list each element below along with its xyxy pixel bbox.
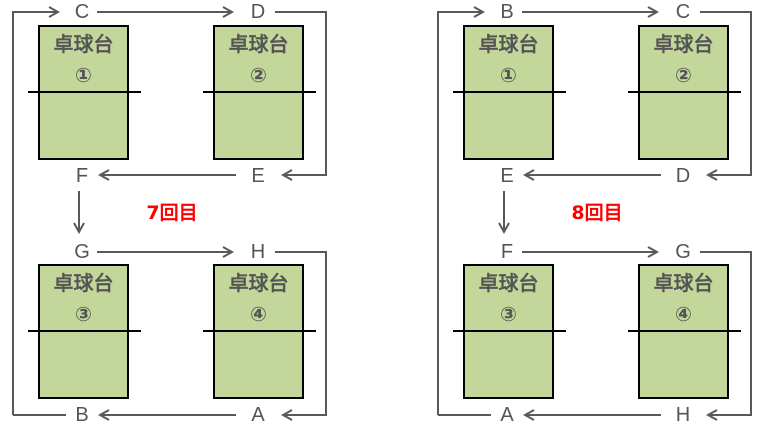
position-letter-ml: F bbox=[76, 165, 88, 187]
table-label: 卓球台 bbox=[229, 32, 289, 56]
table-label: 卓球台 bbox=[54, 271, 114, 295]
flow-arrow bbox=[12, 12, 58, 415]
position-letter-tr: C bbox=[676, 1, 690, 23]
table-label: 卓球台 bbox=[479, 271, 539, 295]
position-letter-br: H bbox=[676, 404, 690, 426]
table-label: 卓球台 bbox=[54, 32, 114, 56]
table-label: 卓球台 bbox=[229, 271, 289, 295]
ping-pong-table-3: 卓球台 ③ bbox=[453, 264, 566, 399]
position-letter-br: A bbox=[251, 404, 265, 426]
table-number: ② bbox=[675, 63, 692, 87]
ping-pong-table-1: 卓球台 ① bbox=[453, 25, 566, 160]
ping-pong-table-2: 卓球台 ② bbox=[203, 25, 316, 160]
position-letter-tl: B bbox=[500, 1, 513, 23]
position-letter-mr: E bbox=[251, 165, 264, 187]
table-number: ④ bbox=[250, 302, 267, 326]
table-label: 卓球台 bbox=[654, 271, 714, 295]
table-number: ④ bbox=[675, 302, 692, 326]
table-number: ① bbox=[75, 63, 92, 87]
ping-pong-table-4: 卓球台 ④ bbox=[628, 264, 741, 399]
table-number: ③ bbox=[500, 302, 517, 326]
position-letter-br-top: H bbox=[251, 241, 265, 263]
position-letter-mr: D bbox=[676, 165, 690, 187]
position-letter-tl: C bbox=[75, 1, 89, 23]
position-letter-bl-top: G bbox=[74, 241, 90, 263]
position-letter-ml: E bbox=[500, 165, 513, 187]
panel-2: 卓球台 ① 卓球台 ② 卓球台 ③ 卓球台 ④ B C E D F G A H 8回目 bbox=[437, 1, 752, 426]
table-number: ② bbox=[250, 63, 267, 87]
flow-arrow bbox=[437, 12, 483, 415]
ping-pong-table-1: 卓球台 ① bbox=[28, 25, 141, 160]
flow-arrow bbox=[275, 11, 327, 175]
flow-arrow bbox=[700, 11, 752, 175]
panel-1: 卓球台 ① 卓球台 ② 卓球台 ③ 卓球台 ④ C D F E G H B A 7回目 bbox=[12, 1, 327, 426]
table-number: ③ bbox=[75, 302, 92, 326]
round-label: 7回目 bbox=[146, 202, 197, 224]
table-label: 卓球台 bbox=[654, 32, 714, 56]
position-letter-br-top: G bbox=[675, 241, 691, 263]
position-letter-bl: B bbox=[75, 404, 88, 426]
flow-arrow bbox=[700, 251, 752, 415]
round-label: 8回目 bbox=[571, 202, 622, 224]
position-letter-tr: D bbox=[251, 1, 265, 23]
table-number: ① bbox=[500, 63, 517, 87]
ping-pong-table-4: 卓球台 ④ bbox=[203, 264, 316, 399]
ping-pong-table-2: 卓球台 ② bbox=[628, 25, 741, 160]
table-label: 卓球台 bbox=[479, 32, 539, 56]
ping-pong-table-3: 卓球台 ③ bbox=[28, 264, 141, 399]
flow-arrow bbox=[275, 251, 327, 415]
position-letter-bl-top: F bbox=[501, 241, 513, 263]
position-letter-bl: A bbox=[500, 404, 514, 426]
